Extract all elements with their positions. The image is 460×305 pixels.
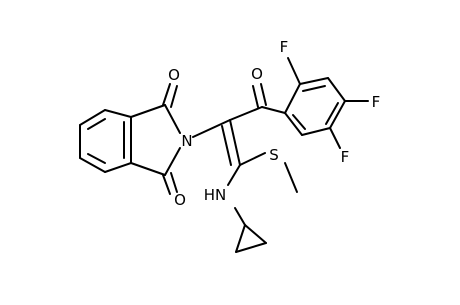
vinyl-double-bond (221, 119, 241, 166)
vinyl-to-ketone-bond (229, 106, 263, 121)
imide-carbonyl-bonds (162, 83, 178, 195)
nh-to-cyclopropyl-bond (234, 207, 246, 226)
atom-label-f-meta: F (341, 148, 350, 166)
carbon-fluorine-bonds (287, 57, 369, 149)
vinyl-to-sulfur-bond (239, 152, 266, 166)
sulfur-to-methyl-bond (284, 162, 298, 193)
imide-ring (130, 104, 181, 176)
ketone-to-aryl-bond (261, 106, 286, 114)
atom-label-s-thio: S (269, 146, 279, 164)
n-to-vinyl-bond (192, 119, 231, 138)
cyclopropyl-ring (235, 224, 267, 253)
atom-label-nh-amine: HN (204, 186, 227, 204)
ketone-carbonyl-bond (252, 83, 267, 108)
atom-label-o-imide-top: O (168, 66, 180, 84)
atom-label-o-imide-bottom: O (174, 191, 186, 209)
atom-label-f-ortho: F (280, 38, 289, 56)
atom-label-o-ketone: O (251, 65, 263, 83)
vinyl-to-nh-bond (227, 164, 241, 186)
trifluorophenyl-ring (284, 77, 346, 136)
atom-label-f-para: F (372, 93, 381, 111)
atom-label-n-imide: N (181, 132, 192, 150)
phthalimide-benzene-ring (79, 109, 132, 173)
